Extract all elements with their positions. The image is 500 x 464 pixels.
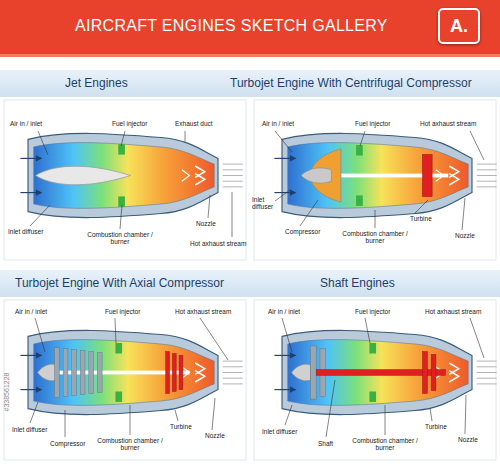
- page-title: AIRCRAFT ENGINES SKETCH GALLERY: [75, 17, 388, 35]
- part-label: Compressor: [50, 440, 85, 447]
- part-label: Nozzle: [205, 432, 225, 439]
- button-letter: A.: [450, 16, 468, 37]
- part-label: Hot axhaust stream: [190, 240, 246, 247]
- part-label: Inlet diffuser: [252, 196, 284, 210]
- part-label: Combustion chamber / burner: [335, 230, 415, 244]
- part-label: Turbine: [425, 423, 447, 430]
- part-label: Shaft: [318, 440, 333, 447]
- part-label: Fuel injector: [355, 120, 390, 127]
- part-label: Compressor: [285, 228, 320, 235]
- part-label: Fuel injector: [105, 308, 140, 315]
- part-label: Combustion chamber / burner: [345, 437, 425, 451]
- part-label: Combustion chamber / burner: [80, 231, 160, 245]
- section-heading: Turbojet Engine With Axial Compressor: [15, 276, 224, 290]
- part-label: Air in / inlet: [15, 308, 47, 315]
- part-label: Nozzle: [455, 232, 475, 239]
- part-label: Hot axhaust stream: [425, 308, 481, 315]
- part-label: Nozzle: [196, 220, 216, 227]
- part-label: Inlet diffuser: [12, 426, 47, 433]
- part-label: Combustion chamber / burner: [90, 437, 170, 451]
- part-label: Inlet diffuser: [8, 228, 43, 235]
- part-label: Turbine: [170, 423, 192, 430]
- part-label: Air in / inlet: [10, 120, 42, 127]
- watermark: #338561228: [3, 373, 10, 412]
- part-label: Nozzle: [458, 436, 478, 443]
- section-heading: Jet Engines: [65, 76, 128, 90]
- part-label: Air in / inlet: [268, 308, 300, 315]
- part-label: Hot axhaust stream: [175, 308, 231, 315]
- part-label: Air in / inlet: [262, 120, 294, 127]
- part-label: Fuel injector: [355, 308, 390, 315]
- letter-button: A.: [438, 8, 480, 44]
- part-label: Turbine: [410, 215, 432, 222]
- part-label: Fuel injector: [112, 120, 147, 127]
- part-label: Hot axhaust stream: [420, 120, 476, 127]
- section-heading: Shaft Engines: [320, 276, 395, 290]
- part-label: Inlet diffuser: [262, 428, 297, 435]
- section-heading: Turbojet Engine With Centrifugal Compres…: [230, 76, 472, 90]
- part-label: Exhaust duct: [175, 120, 213, 127]
